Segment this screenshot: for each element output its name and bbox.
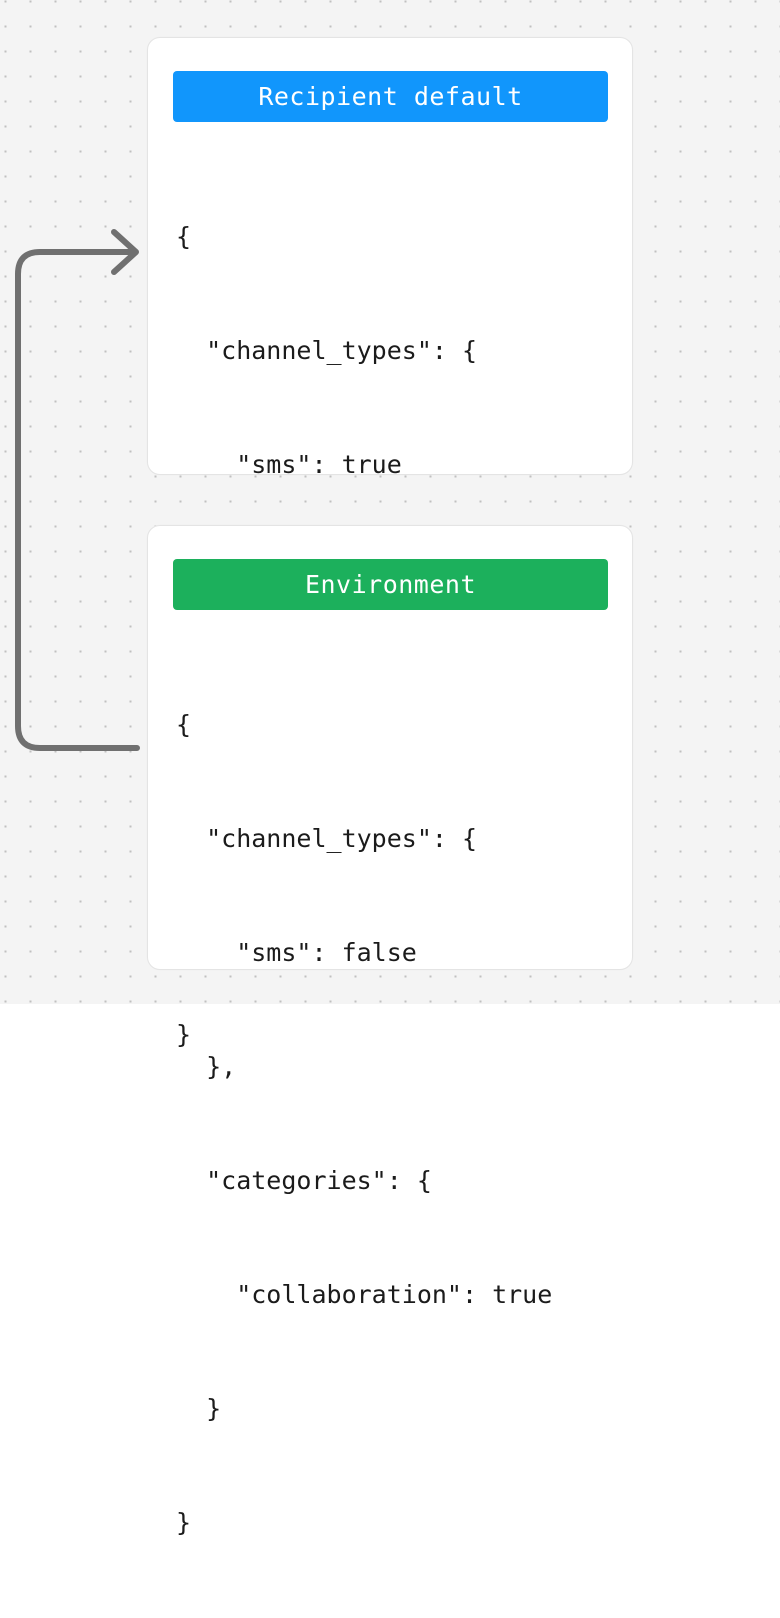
card-recipient-default[interactable]: Recipient default { "channel_types": { "… — [147, 37, 633, 1049]
code-line: "collaboration": true — [176, 1280, 553, 1309]
code-line: { — [176, 710, 192, 739]
code-block-environment: { "channel_types": { "sms": false }, "ca… — [176, 630, 616, 1618]
code-line: { — [176, 222, 192, 251]
code-line: "sms": true — [176, 450, 402, 479]
merge-arrow-path — [15, 249, 140, 751]
code-line: } — [176, 1508, 192, 1537]
card-environment[interactable]: Environment { "channel_types": { "sms": … — [147, 525, 633, 1537]
code-line: "channel_types": { — [176, 824, 478, 853]
card-header-environment: Environment — [173, 559, 608, 610]
card-header-recipient-default: Recipient default — [173, 71, 608, 122]
diagram-canvas: Recipient default { "channel_types": { "… — [0, 0, 780, 1537]
code-line: "sms": false — [176, 938, 417, 967]
code-line: "channel_types": { — [176, 336, 478, 365]
code-line: } — [176, 1394, 222, 1423]
code-line: "categories": { — [176, 1166, 432, 1195]
merge-arrow-head — [111, 229, 139, 275]
code-line: }, — [176, 1052, 237, 1081]
